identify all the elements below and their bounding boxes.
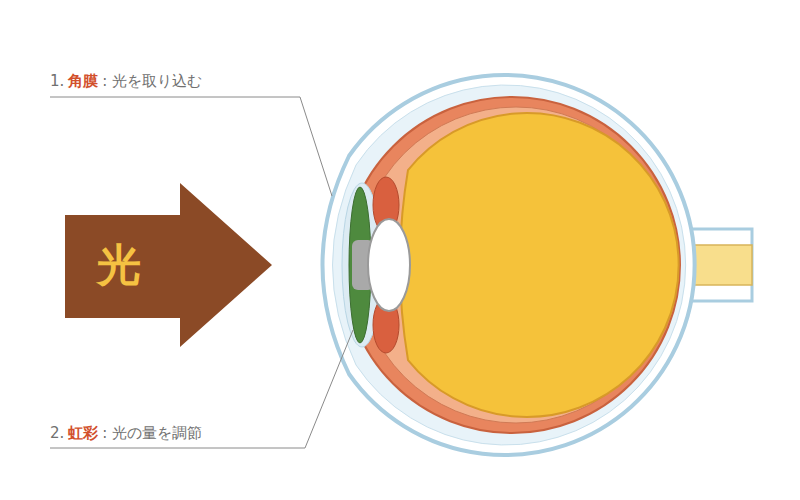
light-arrow: 光 — [65, 183, 272, 347]
arrow-label: 光 — [65, 183, 173, 347]
arrow-shape — [65, 183, 272, 347]
callout-number: 2. — [50, 424, 64, 442]
part-function: : 光の量を調節 — [102, 424, 202, 442]
lens — [368, 219, 410, 311]
part-function: : 光を取り込む — [102, 72, 202, 90]
callout: 1.角膜: 光を取り込む — [48, 72, 204, 91]
callout: 2.虹彩: 光の量を調節 — [48, 424, 204, 443]
sclera — [323, 75, 695, 455]
part-name: 虹彩 — [68, 424, 98, 442]
choroid — [344, 97, 680, 433]
leader-line — [50, 97, 332, 196]
arrow-outline — [65, 183, 272, 347]
callout-number: 1. — [50, 72, 64, 90]
vitreous-body — [400, 113, 679, 417]
leader-line — [50, 330, 353, 448]
part-name: 角膜 — [68, 72, 98, 90]
sclera-inner — [333, 85, 686, 445]
